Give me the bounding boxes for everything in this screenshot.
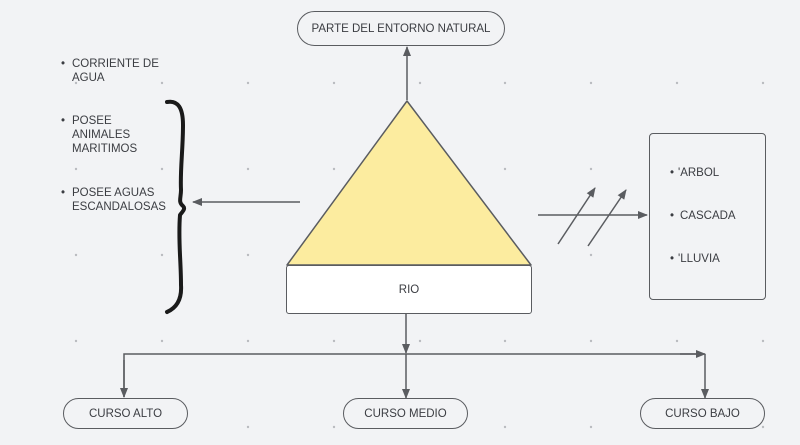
- connector-horizontal[interactable]: [123, 353, 703, 397]
- right-elements-box[interactable]: • 'ARBOL • CASCADA • 'LLUVIA: [649, 133, 766, 300]
- diagonal-arrow-1[interactable]: [557, 187, 596, 245]
- left-notes-list-3: • POSEE AGUAS ESCANDALOSAS: [60, 186, 166, 214]
- node-curso-bajo-label: CURSO BAJO: [665, 407, 740, 420]
- node-curso-medio-label: CURSO MEDIO: [364, 407, 447, 420]
- bullet-icon: •: [670, 167, 675, 179]
- left-note-corriente-de-agua[interactable]: • CORRIENTE DE AGUA: [61, 58, 159, 84]
- node-curso-alto-label: CURSO ALTO: [88, 407, 163, 420]
- left-note-posee-animales-maritimos[interactable]: • POSEE ANIMALES MARITIMOS: [61, 115, 138, 155]
- node-curso-bajo[interactable]: CURSO BAJO: [640, 398, 765, 429]
- node-curso-alto[interactable]: CURSO ALTO: [63, 398, 188, 429]
- bullet-icon: •: [670, 210, 675, 222]
- right-item-cascada: • CASCADA: [670, 210, 736, 222]
- center-node-rio[interactable]: RIO: [286, 265, 532, 314]
- triangle-shape[interactable]: [286, 100, 532, 266]
- right-item-lluvia: • 'LLUVIA: [670, 253, 720, 265]
- bullet-icon: •: [61, 115, 66, 127]
- left-notes-list-2: • POSEE ANIMALES MARITIMOS: [60, 114, 137, 156]
- bullet-icon: •: [61, 187, 66, 199]
- left-notes-list: • CORRIENTE DE AGUA: [60, 57, 159, 85]
- right-item-arbol: • 'ARBOL: [670, 167, 720, 179]
- center-node-label: RIO: [398, 283, 420, 296]
- top-node-parte-del-entorno-natural[interactable]: PARTE DEL ENTORNO NATURAL: [297, 11, 505, 46]
- diagonal-arrow-2[interactable]: [587, 189, 627, 247]
- left-note-posee-aguas-escandalosas[interactable]: • POSEE AGUAS ESCANDALOSAS: [61, 187, 166, 213]
- node-curso-medio[interactable]: CURSO MEDIO: [343, 398, 468, 429]
- curly-brace-icon[interactable]: [165, 99, 187, 314]
- top-node-label: PARTE DEL ENTORNO NATURAL: [311, 22, 491, 35]
- bullet-icon: •: [670, 253, 675, 265]
- bullet-icon: •: [61, 58, 66, 70]
